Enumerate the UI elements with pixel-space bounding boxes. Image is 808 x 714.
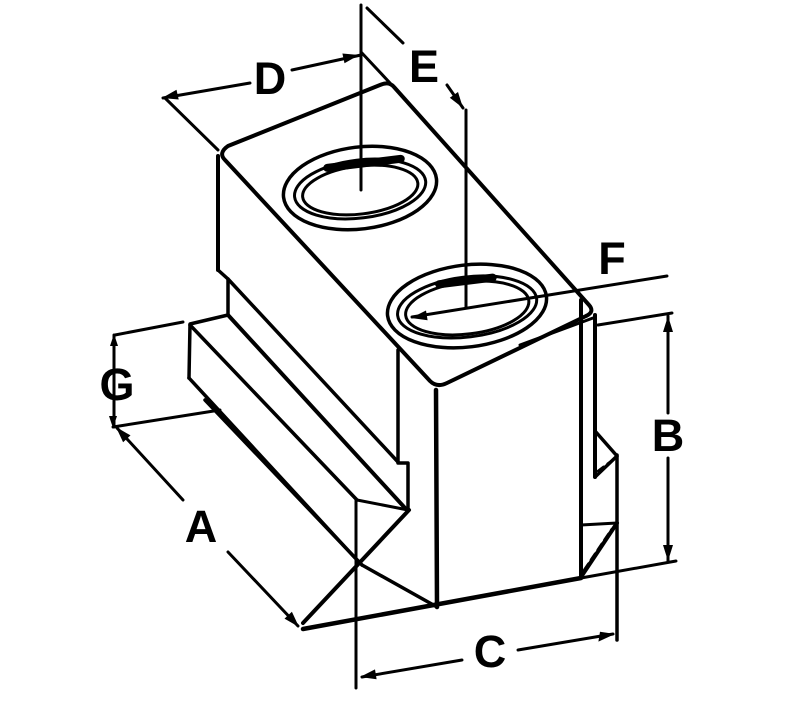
dimension-f: F: [410, 233, 669, 321]
dimension-e: E: [359, 3, 468, 309]
arrowhead: [598, 631, 615, 642]
arrowhead: [116, 427, 131, 443]
dim-label-b: B: [652, 410, 685, 461]
hole-1-thread-bar: [323, 154, 405, 172]
dim-label-f: F: [598, 233, 626, 284]
dim-label-d: D: [254, 53, 287, 104]
arrowhead: [360, 669, 377, 680]
dimension-c: C: [354, 498, 615, 690]
arrowhead: [663, 316, 673, 332]
flange-edges: [187, 277, 439, 625]
dimension-g: G: [99, 320, 222, 429]
dim-label-c: C: [474, 626, 507, 677]
base-edges: [300, 429, 619, 642]
right-notch-lower: [579, 521, 619, 527]
dim-label-g: G: [99, 359, 134, 410]
arrowhead: [284, 611, 299, 627]
arrowhead: [663, 545, 673, 561]
dimension-d: D: [161, 50, 392, 152]
arrowhead: [411, 310, 428, 321]
dim-label-e: E: [409, 41, 439, 92]
dim-label-a: A: [185, 501, 218, 552]
arrowhead: [162, 89, 179, 100]
arrowhead: [342, 53, 359, 64]
arrowhead: [109, 416, 117, 428]
dimension-a: A: [115, 426, 300, 628]
dimension-b: B: [579, 311, 685, 580]
arrowhead: [110, 334, 118, 346]
arrowhead: [449, 92, 463, 108]
